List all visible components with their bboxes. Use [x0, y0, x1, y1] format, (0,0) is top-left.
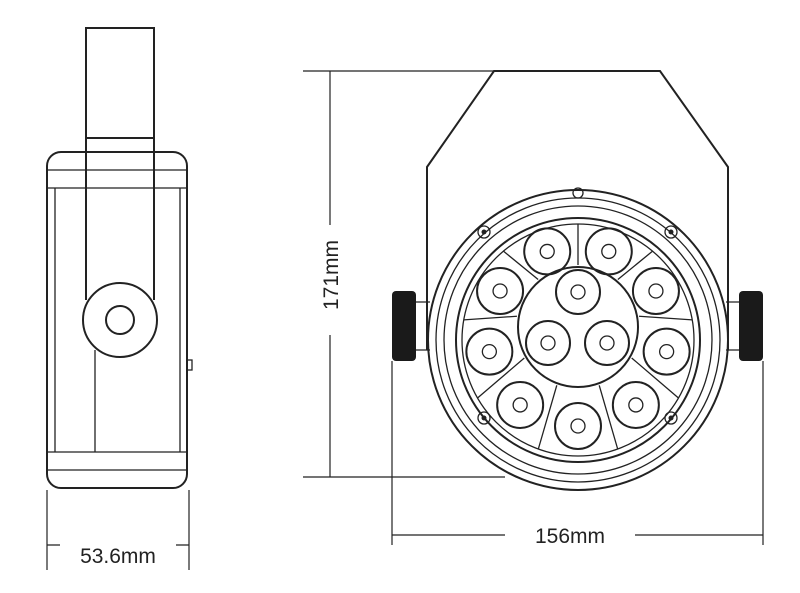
left-knob — [392, 291, 416, 361]
lens-divider — [463, 315, 517, 321]
housing-ring-2 — [443, 205, 713, 475]
lens-divider — [477, 357, 525, 399]
screw-icon — [664, 225, 678, 239]
led-lens — [496, 380, 545, 429]
led-emitter — [539, 243, 555, 260]
bracket-arm — [85, 138, 155, 300]
lens-divider — [598, 385, 619, 450]
side-view: 53.6mm — [46, 27, 193, 570]
screw-center — [668, 415, 674, 421]
led-lens — [465, 327, 514, 376]
width-label: 156mm — [535, 525, 605, 548]
screw-icon — [477, 225, 491, 239]
width-dimension-lines — [391, 361, 764, 545]
led-emitter — [658, 343, 675, 360]
screw-center — [481, 229, 487, 235]
screw-center — [668, 229, 674, 235]
led-lens — [631, 267, 680, 315]
lens-divider — [617, 250, 653, 281]
led-emitter — [540, 335, 556, 351]
height-label: 171mm — [320, 240, 343, 310]
lens-divider — [537, 385, 558, 450]
led-lens — [584, 227, 633, 276]
led-emitter — [481, 343, 498, 360]
led-emitter — [570, 418, 586, 434]
yoke-bracket — [426, 70, 729, 350]
bracket-top — [85, 27, 155, 139]
front-view: 171mm 156mm — [303, 70, 764, 548]
lens-divider — [631, 357, 679, 399]
top-screw — [572, 187, 584, 199]
led-emitter — [628, 397, 644, 413]
led-lens — [554, 402, 602, 450]
outer-housing — [427, 189, 729, 491]
led-lens — [523, 227, 572, 276]
led-lens — [476, 267, 525, 315]
side-switch — [186, 359, 193, 371]
side-body-bands — [47, 169, 187, 471]
depth-dimension-lines — [46, 490, 190, 570]
led-lens — [555, 269, 601, 315]
led-emitter — [570, 284, 586, 300]
screw-center — [481, 415, 487, 421]
yoke-pivots — [416, 301, 740, 351]
led-emitter — [601, 243, 617, 260]
led-emitter — [648, 283, 664, 299]
right-knob — [739, 291, 763, 361]
led-emitter — [492, 283, 508, 299]
center-plate — [517, 266, 639, 388]
screw-icon — [477, 411, 491, 425]
screw-icon — [664, 411, 678, 425]
led-emitter — [599, 335, 615, 351]
bezel — [455, 217, 701, 463]
height-dimension-lines — [303, 70, 505, 478]
depth-label: 53.6mm — [80, 545, 156, 568]
led-lens — [611, 380, 660, 429]
led-lens — [525, 320, 571, 366]
lens-divider — [639, 315, 693, 321]
bracket-knob — [82, 282, 158, 358]
lens-divider — [503, 250, 539, 281]
bracket-knob-center — [105, 305, 135, 335]
led-lens — [584, 320, 630, 366]
led-emitter — [512, 397, 528, 413]
side-body — [46, 151, 188, 489]
led-lens — [642, 327, 691, 376]
